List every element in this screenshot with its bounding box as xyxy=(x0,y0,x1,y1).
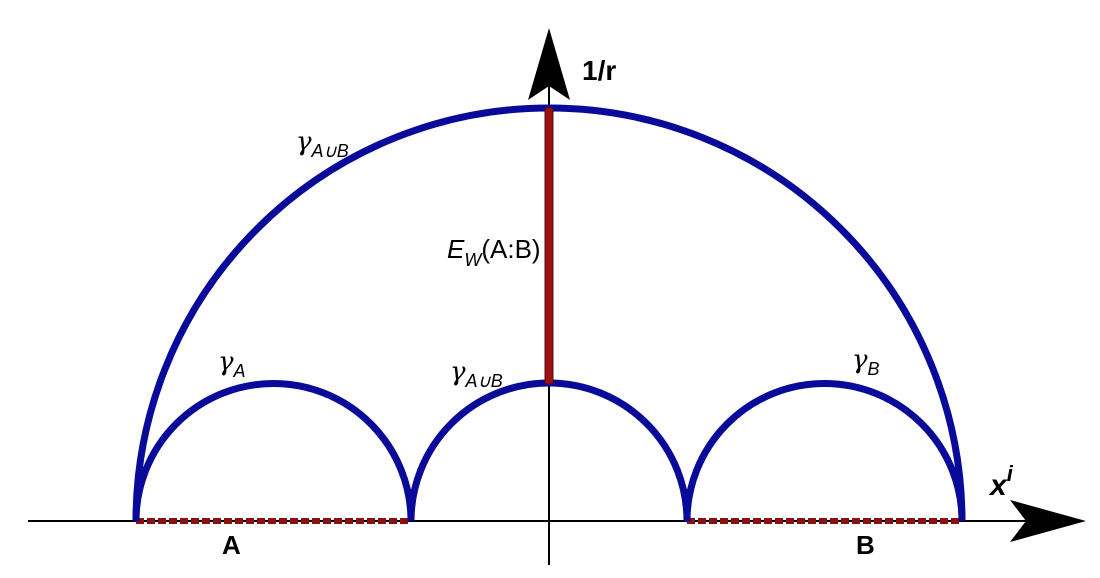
geodesic-b xyxy=(683,380,966,522)
x-axis-label: xi xyxy=(988,461,1014,502)
gamma-union-inner-label: γA∪B xyxy=(450,357,503,391)
x-axis-arrow xyxy=(1010,500,1086,542)
geodesic-a xyxy=(132,380,415,522)
gamma-union-outer-label: γA∪B xyxy=(296,127,349,161)
y-axis-label: 1/r xyxy=(582,55,616,86)
entanglement-wedge-bar xyxy=(544,107,554,385)
gamma-b-label: γB xyxy=(852,345,880,379)
region-b-label: B xyxy=(856,530,875,560)
gamma-a-label: γA xyxy=(218,347,246,381)
region-a-label: A xyxy=(222,530,241,560)
entanglement-wedge-label: EW(A:B) xyxy=(447,234,541,270)
y-axis-arrow xyxy=(528,28,570,100)
